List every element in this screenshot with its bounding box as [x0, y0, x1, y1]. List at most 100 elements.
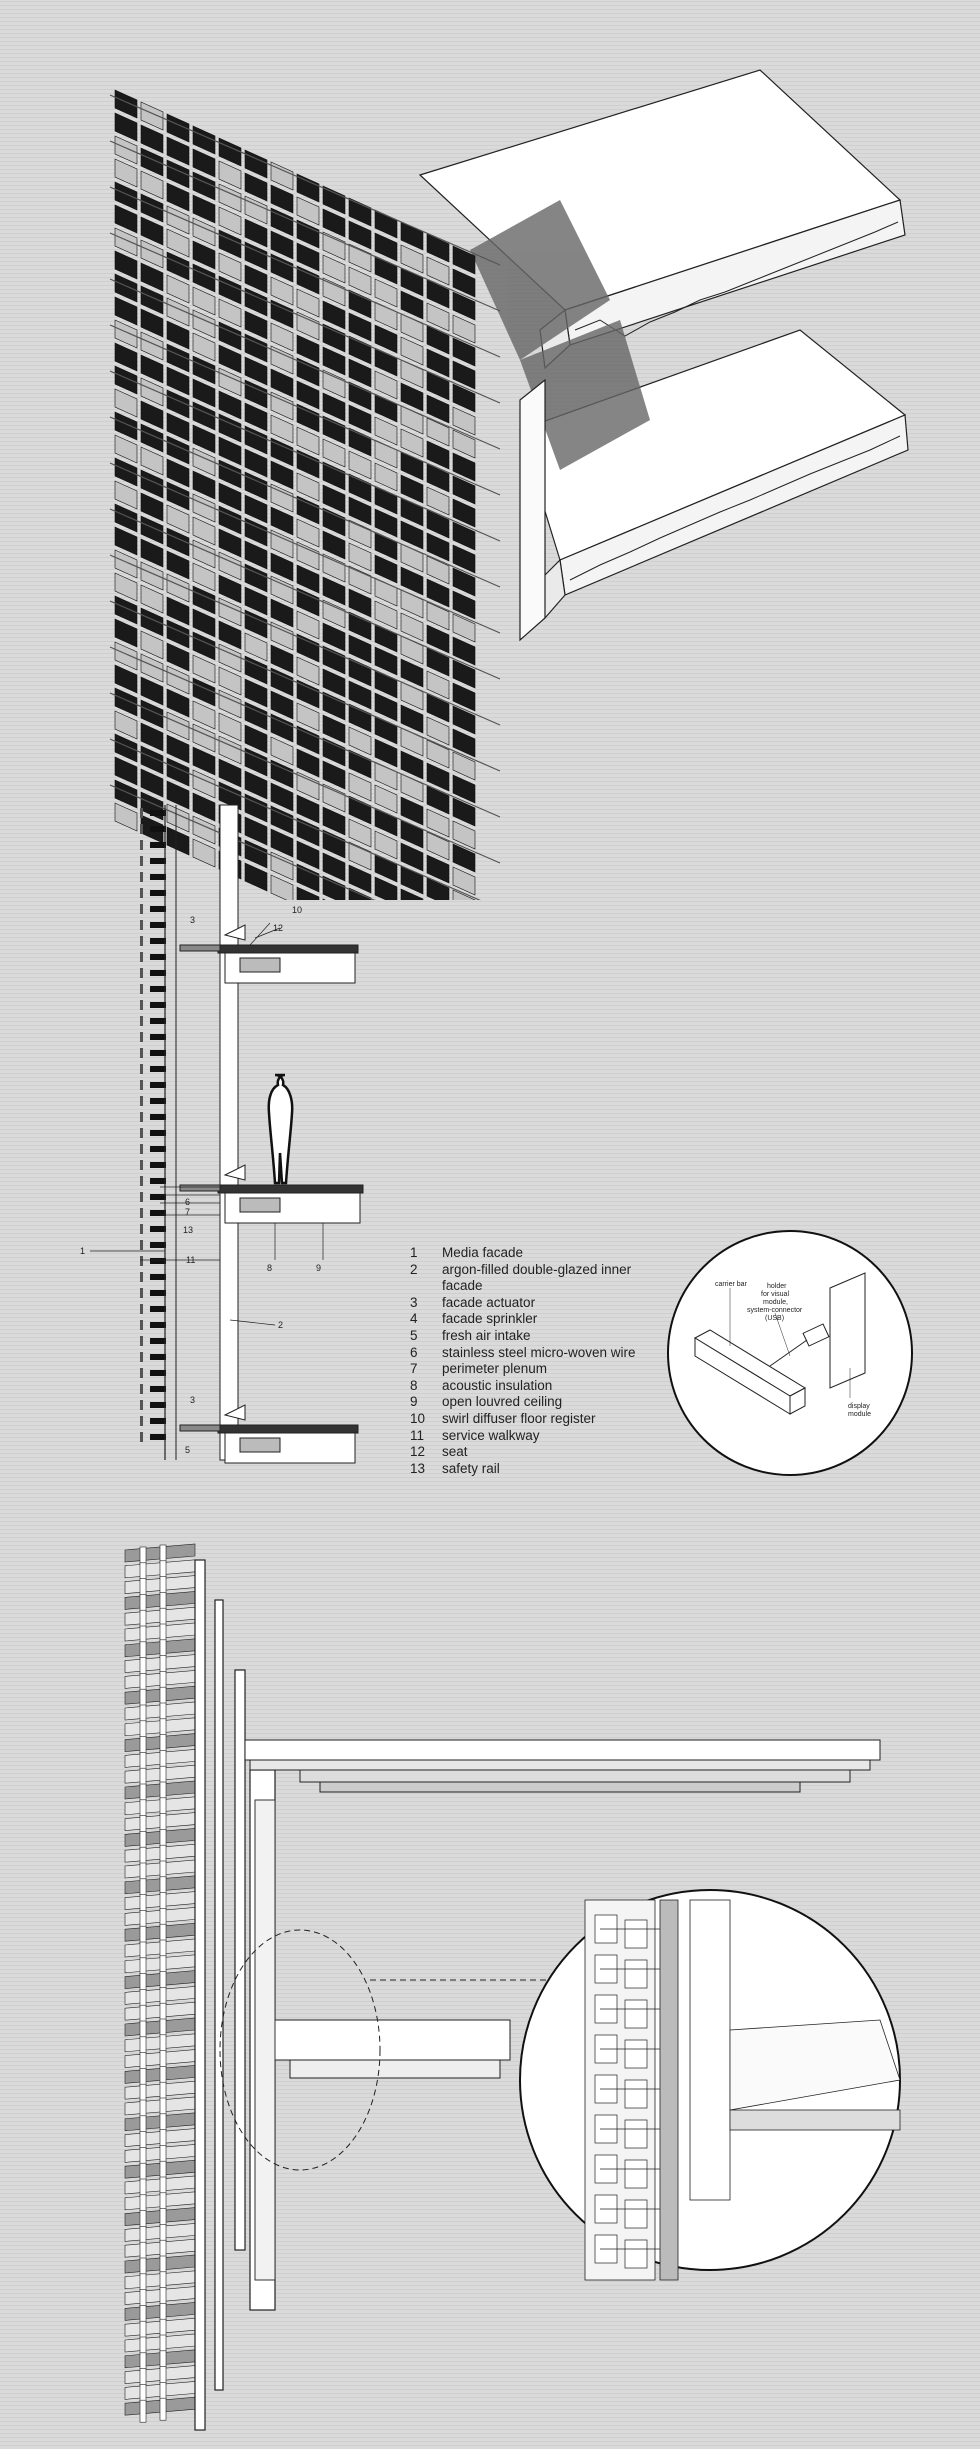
facade-louvre-panel [244, 241, 268, 271]
facade-louvre-panel [114, 641, 138, 671]
facade-louvre-panel [400, 428, 424, 458]
facade-louvre-panel [192, 608, 216, 638]
slab-shadow [470, 200, 650, 470]
facade-louvre-panel [296, 219, 320, 249]
facade-louvre-panel [374, 508, 398, 538]
facade-louvre-panel [244, 356, 268, 386]
facade-louvre-panel [348, 289, 372, 319]
facade-louvre-panel [192, 171, 216, 201]
callout-11: 11 [186, 1255, 195, 1265]
facade-louvre-panel [218, 574, 242, 604]
callout-2: 2 [278, 1320, 283, 1330]
facade-louvre-panel [452, 337, 476, 367]
facade-louvre-panel [192, 516, 216, 546]
facade-louvre-panel [452, 429, 476, 459]
facade-louvre-panel [426, 877, 450, 900]
facade-louvre-panel [270, 736, 294, 766]
facade-louvre-panel [400, 888, 424, 900]
facade-louvre-panel [296, 794, 320, 824]
facade-louvre-panel [114, 135, 138, 165]
facade-louvre-panel [166, 136, 190, 166]
facade-louvre-panel [374, 600, 398, 630]
facade-louvre-panel [218, 597, 242, 627]
facade-louvre-panel [426, 463, 450, 493]
facade-louvre-panel [426, 440, 450, 470]
facade-louvre-panel [296, 495, 320, 525]
facade-louvre-panel [270, 690, 294, 720]
facade-louvre-panel [374, 623, 398, 653]
facade-louvre-panel [114, 503, 138, 533]
facade-louvre-panel [192, 746, 216, 776]
facade-louvre-panel [244, 586, 268, 616]
upper-floor-slab [418, 69, 906, 370]
legend-num: 3 [410, 1294, 418, 1310]
legend-text: Media facade [442, 1245, 524, 1260]
facade-louvre-panel [244, 379, 268, 409]
facade-louvre-panel [426, 325, 450, 355]
facade-louvre-panel [322, 300, 346, 330]
callout-3: 3 [190, 915, 195, 925]
legend-num: 9 [410, 1394, 418, 1410]
facade-louvre-panel [400, 750, 424, 780]
facade-louvre-panel [348, 703, 372, 733]
perspective-louvres [124, 1543, 196, 2423]
facade-louvre-panel [218, 206, 242, 236]
facade-louvre-panel [322, 507, 346, 537]
facade-louvre-panel [114, 664, 138, 694]
facade-louvre-panel [348, 358, 372, 388]
facade-louvre-panel [140, 124, 164, 154]
facade-louvre-panel [114, 779, 138, 809]
facade-louvre-panel [374, 255, 398, 285]
facade-louvre-panel [114, 342, 138, 372]
facade-louvre-panel [244, 517, 268, 547]
legend-text: facade actuator [442, 1294, 536, 1310]
facade-louvre-panel [166, 619, 190, 649]
facade-louvre-panel [192, 125, 216, 155]
facade-louvre-panel [426, 624, 450, 654]
callout-7: 7 [185, 1207, 190, 1217]
facade-louvre-panel [322, 254, 346, 284]
facade-louvre-panel [192, 424, 216, 454]
inner-glazing [519, 378, 546, 642]
facade-louvre-panel [296, 725, 320, 755]
callout-9: 9 [316, 1263, 321, 1273]
facade-louvre-panel [114, 112, 138, 142]
facade-louvre-panel [166, 711, 190, 741]
facade-louvre-panel [166, 573, 190, 603]
facade-louvre-panel [452, 291, 476, 321]
facade-louvre-panel [140, 538, 164, 568]
facade-louvre-panel [374, 462, 398, 492]
facade-louvre-panel [426, 785, 450, 815]
facade-louvre-panel [244, 425, 268, 455]
facade-louvre-panel [322, 369, 346, 399]
facade-louvre-panel [166, 389, 190, 419]
facade-louvre-panel [140, 377, 164, 407]
facade-louvre-panel [140, 285, 164, 315]
facade-louvre-panel [270, 414, 294, 444]
facade-louvre-panel [218, 321, 242, 351]
facade-louvre-panel [140, 492, 164, 522]
facade-louvre-panel [400, 290, 424, 320]
facade-louvre-panel [348, 841, 372, 871]
facade-louvre-panel [296, 472, 320, 502]
facade-louvre-panel [244, 402, 268, 432]
facade-louvre-panel [322, 576, 346, 606]
facade-louvre-panel [270, 368, 294, 398]
facade-louvre-panel [218, 252, 242, 282]
facade-louvre-panel [218, 413, 242, 443]
facade-louvre-panel [114, 549, 138, 579]
facade-louvre-panel [348, 588, 372, 618]
media-facade-grid [109, 89, 501, 900]
facade-louvre-panel [218, 551, 242, 581]
facade-louvre-panel [218, 367, 242, 397]
facade-louvre-panel [374, 761, 398, 791]
facade-louvre-panel [452, 843, 476, 873]
facade-louvre-panel [166, 159, 190, 189]
facade-louvre-panel [140, 584, 164, 614]
facade-louvre-panel [296, 449, 320, 479]
facade-louvre-panel [426, 808, 450, 838]
legend-num: 7 [410, 1361, 418, 1377]
facade-louvre-panel [218, 482, 242, 512]
